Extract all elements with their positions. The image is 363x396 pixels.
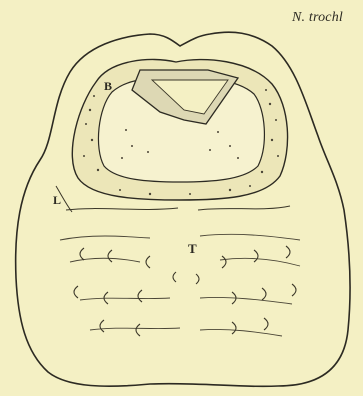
nerve-label: N. trochl (292, 11, 343, 25)
region-label-b: B (104, 80, 112, 92)
region-label-l: L (53, 194, 61, 206)
region-label-t: T (188, 242, 197, 255)
fiber-lines (60, 234, 300, 336)
